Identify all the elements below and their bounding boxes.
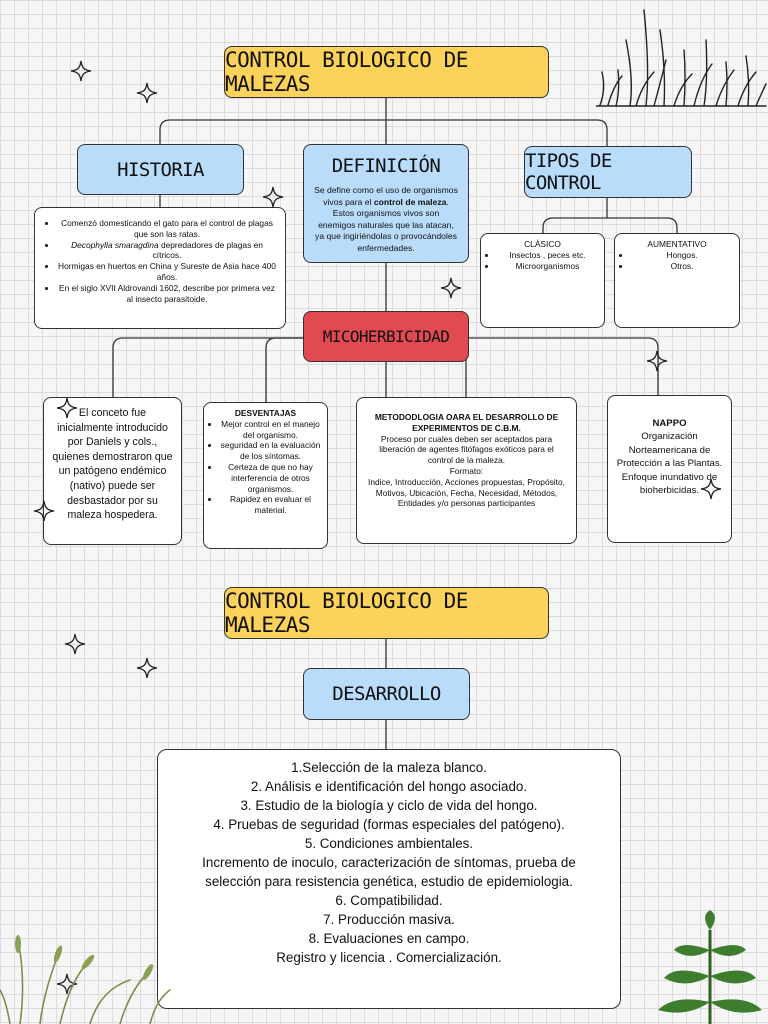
desarrollo-line: 1.Selección de la maleza blanco. (291, 760, 487, 775)
desventajas-title: DESVENTAJAS (234, 408, 297, 418)
aumentativo-title: AUMENTATIVO (647, 239, 707, 249)
species-name: Decophylla smaragdina (71, 239, 159, 250)
desarrollo-line: 7. Producción masiva. (323, 912, 455, 927)
historia-item-text: depredadores de plagas en cítricos. (152, 239, 263, 261)
nappo-text2: Enfoque inundativo de bioherbicidas. (621, 471, 718, 497)
main-title: CONTROL BIOLOGICO DE MALEZAS (224, 46, 549, 98)
sparkle-icon (70, 60, 92, 82)
desventajas-item: seguridad en la evaluación de los síntom… (220, 440, 321, 462)
bottom-title: CONTROL BIOLOGICO DE MALEZAS (224, 587, 549, 639)
aumentativo-item: Hongos. (631, 250, 733, 261)
main-title-text: CONTROL BIOLOGICO DE MALEZAS (225, 48, 468, 96)
historia-box: HISTORIA (77, 144, 244, 195)
clasico-item: Insectos , peces etc. (497, 250, 598, 261)
concepto-box: El conceto fue inicialmente introducido … (43, 397, 182, 545)
desarrollo-line: 5. Condiciones ambientales. (304, 836, 474, 851)
metodologia-box: METODODLOGIA OARA EL DESARROLLO DE EXPER… (356, 397, 577, 544)
desarrollo-line: 3. Estudio de la biología y ciclo de vid… (240, 798, 538, 813)
clasico-box: CLÁSICO Insectos , peces etc. Microorgan… (480, 233, 605, 328)
formato-label: Formato: (449, 465, 484, 476)
grass-icon (596, 9, 767, 107)
historia-list-box: Comenzó domesticando el gato para el con… (34, 207, 286, 329)
desventajas-item: Certeza de que no hay interferencia de o… (220, 462, 321, 494)
definicion-box: DEFINICIÓN Se define como el uso de orga… (303, 144, 469, 263)
desarrollo-line: 2. Análisis e identificación del hongo a… (250, 779, 528, 794)
desarrollo-line: Registro y licencia . Comercialización. (276, 950, 502, 965)
historia-item: Decophylla smaragdina depredadores de pl… (57, 240, 277, 262)
desarrollo-line: 6. Compatibilidad. (335, 893, 443, 908)
sparkle-icon (56, 973, 78, 995)
sparkle-icon (64, 633, 86, 655)
clasico-item: Microorganismos (497, 261, 598, 272)
sparkle-icon (700, 478, 722, 500)
desarrollo-label: DESARROLLO (332, 683, 441, 705)
nappo-box: NAPPO Organización Norteamericana de Pro… (607, 395, 732, 543)
sparkle-icon (33, 500, 55, 522)
sparkle-icon (56, 397, 78, 419)
micoherbicidad-label: MICOHERBICIDAD (322, 327, 450, 346)
desarrollo-box: DESARROLLO (303, 668, 470, 720)
metodologia-text: Proceso por cuales deben ser aceptados p… (379, 433, 554, 466)
historia-item: Comenzó domesticando el gato para el con… (57, 218, 277, 240)
metodologia-title: METODODLOGIA OARA EL DESARROLLO DE EXPER… (374, 412, 559, 433)
definicion-text: Se define como el uso de organismos vivo… (314, 185, 458, 254)
desarrollo-list-box: 1.Selección de la maleza blanco. 2. Anál… (157, 749, 621, 1009)
tipos-label: TIPOS DE CONTROL (525, 150, 612, 194)
historia-item: Hormigas en huertos en China y Sureste d… (57, 261, 277, 283)
aumentativo-box: AUMENTATIVO Hongos. Otros. (614, 233, 740, 328)
sparkle-icon (136, 82, 158, 104)
definicion-text-bold: control de maleza (373, 196, 447, 207)
desarrollo-line: 8. Evaluaciones en campo. (308, 931, 470, 946)
nappo-title: NAPPO (652, 418, 687, 429)
desventajas-item: Rapidez en evaluar el material. (220, 494, 321, 516)
desventajas-box: DESVENTAJAS Mejor control en el manejo d… (203, 402, 328, 549)
clasico-title: CLÁSICO (524, 239, 561, 249)
sparkle-icon (440, 277, 462, 299)
plant-icon (658, 910, 762, 1024)
concepto-text: El conceto fue inicialmente introducido … (52, 407, 173, 522)
formato-text: Indice, Introducción, Acciones propuesta… (368, 476, 565, 509)
definicion-text-b: . Estos organismos vivos son enemigos na… (315, 196, 457, 253)
tipos-box: TIPOS DE CONTROL (524, 146, 692, 198)
desventajas-item: Mejor control en el manejo del organismo… (220, 419, 321, 441)
aumentativo-item: Otros. (631, 261, 733, 272)
historia-item: En el siglo XVII Aldrovandi 1602, descri… (57, 283, 277, 305)
wheat-icon (0, 935, 171, 1024)
nappo-text: Organización Norteamericana de Protecció… (616, 431, 723, 470)
sparkle-icon (136, 657, 158, 679)
historia-label: HISTORIA (117, 158, 204, 181)
desarrollo-line: Incremento de inoculo, caracterización d… (202, 855, 576, 889)
bottom-title-text: CONTROL BIOLOGICO DE MALEZAS (225, 589, 468, 637)
sparkle-icon (646, 350, 668, 372)
sparkle-icon (262, 186, 284, 208)
micoherbicidad-box: MICOHERBICIDAD (303, 311, 469, 362)
desarrollo-line: 4. Pruebas de seguridad (formas especial… (213, 817, 565, 832)
definicion-text-a: Se define como el uso de organismos vivo… (314, 185, 458, 207)
definicion-label: DEFINICIÓN (331, 155, 441, 177)
